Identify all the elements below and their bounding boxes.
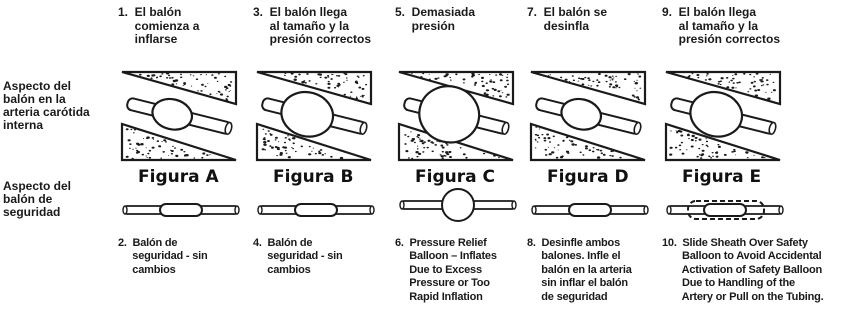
artery-wall-lower: [120, 122, 237, 162]
step-line: seguridad - sin: [118, 250, 208, 263]
step-line: Artery or Pull on the Tubing.: [662, 290, 824, 303]
step-description-bottom: 8. Desinfle ambos balones. Infle el baló…: [527, 237, 632, 304]
step-description-top: 9. El balón llega al tamaño y la presión…: [662, 5, 781, 47]
artery-wall-upper: [665, 70, 782, 106]
row-label-safety-balloon: Aspecto del balón de seguridad: [3, 180, 71, 219]
artery-illustration: [529, 70, 647, 162]
step-line: cambios: [118, 263, 176, 276]
artery-illustration: [664, 70, 782, 162]
step-description-top: 7. El balón se desinfla: [527, 5, 608, 33]
step-line: Due to Handling of the: [662, 277, 795, 290]
step-line: comienza a: [118, 18, 200, 33]
artery-wall-upper: [530, 70, 647, 106]
artery-wall-upper: [256, 70, 373, 106]
step-line: 7. El balón se: [527, 5, 608, 19]
safety-balloon-illustration: [399, 188, 517, 222]
step-line: seguridad - sin: [253, 250, 343, 263]
step-line: balones. Infle el: [527, 250, 621, 263]
step-line: sin inflar el balón: [527, 277, 628, 290]
step-line: 4. Balón de: [253, 237, 313, 249]
figure-panel: 3. El balón llega al tamaño y la presión…: [253, 0, 393, 321]
step-line: presión correctos: [662, 32, 781, 46]
row-label-line: balón en la: [3, 92, 66, 106]
step-line: de seguridad: [527, 290, 608, 303]
step-line: Balloon – Inflates: [395, 250, 497, 263]
row-label-line: arteria carótida: [3, 105, 90, 119]
step-line: cambios: [253, 263, 311, 276]
step-line: Activation of Safety Balloon: [662, 263, 823, 276]
step-line: desinfla: [527, 18, 590, 33]
safety-balloon-illustration: [666, 200, 784, 220]
figure-caption: Figura D: [547, 167, 629, 187]
step-line: 1. El balón: [118, 5, 182, 19]
step-line: al tamaño y la: [662, 18, 759, 33]
figure-panel: 9. El balón llega al tamaño y la presión…: [662, 0, 824, 321]
step-line: Balloon to Avoid Accidental: [662, 250, 822, 263]
artery-illustration: [397, 70, 515, 162]
row-label-line: Aspecto del: [3, 179, 72, 193]
step-line: 6. Pressure Relief: [395, 237, 487, 249]
safety-balloon-illustration: [531, 203, 649, 217]
figure-caption: Figura C: [415, 167, 495, 187]
step-line: Pressure or Too: [395, 277, 490, 290]
catheter-with-balloon: [126, 97, 233, 136]
artery-wall-lower: [255, 122, 372, 162]
row-label-line: interna: [3, 118, 44, 132]
step-line: 8. Desinfle ambos: [527, 237, 620, 249]
step-line: 10. Slide Sheath Over Safety: [662, 237, 808, 249]
catheter-with-balloon: [670, 90, 777, 138]
figure-caption: Figura E: [682, 167, 762, 187]
artery-illustration: [120, 70, 238, 162]
step-line: Rapid Inflation: [395, 290, 483, 303]
catheter-with-balloon: [403, 85, 510, 144]
figure-caption: Figura A: [138, 167, 219, 187]
row-label-internal-carotid: Aspecto del balón en la arteria carótida…: [3, 80, 90, 132]
artery-illustration: [255, 70, 373, 162]
artery-wall-lower: [529, 122, 646, 162]
step-description-bottom: 4. Balón de seguridad - sin cambios: [253, 237, 343, 277]
step-description-top: 1. El balón comienza a inflarse: [118, 5, 200, 47]
step-line: inflarse: [118, 32, 178, 46]
step-line: balón en la arteria: [527, 263, 632, 276]
step-line: 9. El balón llega: [662, 5, 757, 19]
step-line: 5. Demasiada: [395, 5, 476, 19]
step-line: al tamaño y la: [253, 18, 350, 33]
row-label-line: seguridad: [3, 205, 61, 219]
step-description-bottom: 2. Balón de seguridad - sin cambios: [118, 237, 208, 277]
artery-wall-lower: [664, 122, 781, 162]
step-line: presión correctos: [253, 32, 372, 46]
step-description-bottom: 10. Slide Sheath Over Safety Balloon to …: [662, 237, 824, 304]
step-line: presión: [395, 18, 456, 33]
step-line: 3. El balón llega: [253, 5, 348, 19]
step-description-top: 5. Demasiada presión: [395, 5, 476, 33]
step-line: 2. Balón de: [118, 237, 178, 249]
catheter-with-balloon: [535, 97, 642, 136]
step-description-top: 3. El balón llega al tamaño y la presión…: [253, 5, 372, 47]
safety-balloon-illustration: [257, 203, 375, 217]
row-label-line: balón de: [3, 192, 53, 206]
step-line: Due to Excess: [395, 263, 482, 276]
catheter-with-balloon: [261, 90, 368, 138]
figure-caption: Figura B: [273, 167, 354, 187]
row-label-line: Aspecto del: [3, 79, 72, 93]
safety-balloon-illustration: [122, 203, 240, 217]
artery-wall-upper: [121, 70, 238, 106]
step-description-bottom: 6. Pressure Relief Balloon – Inflates Du…: [395, 237, 497, 304]
